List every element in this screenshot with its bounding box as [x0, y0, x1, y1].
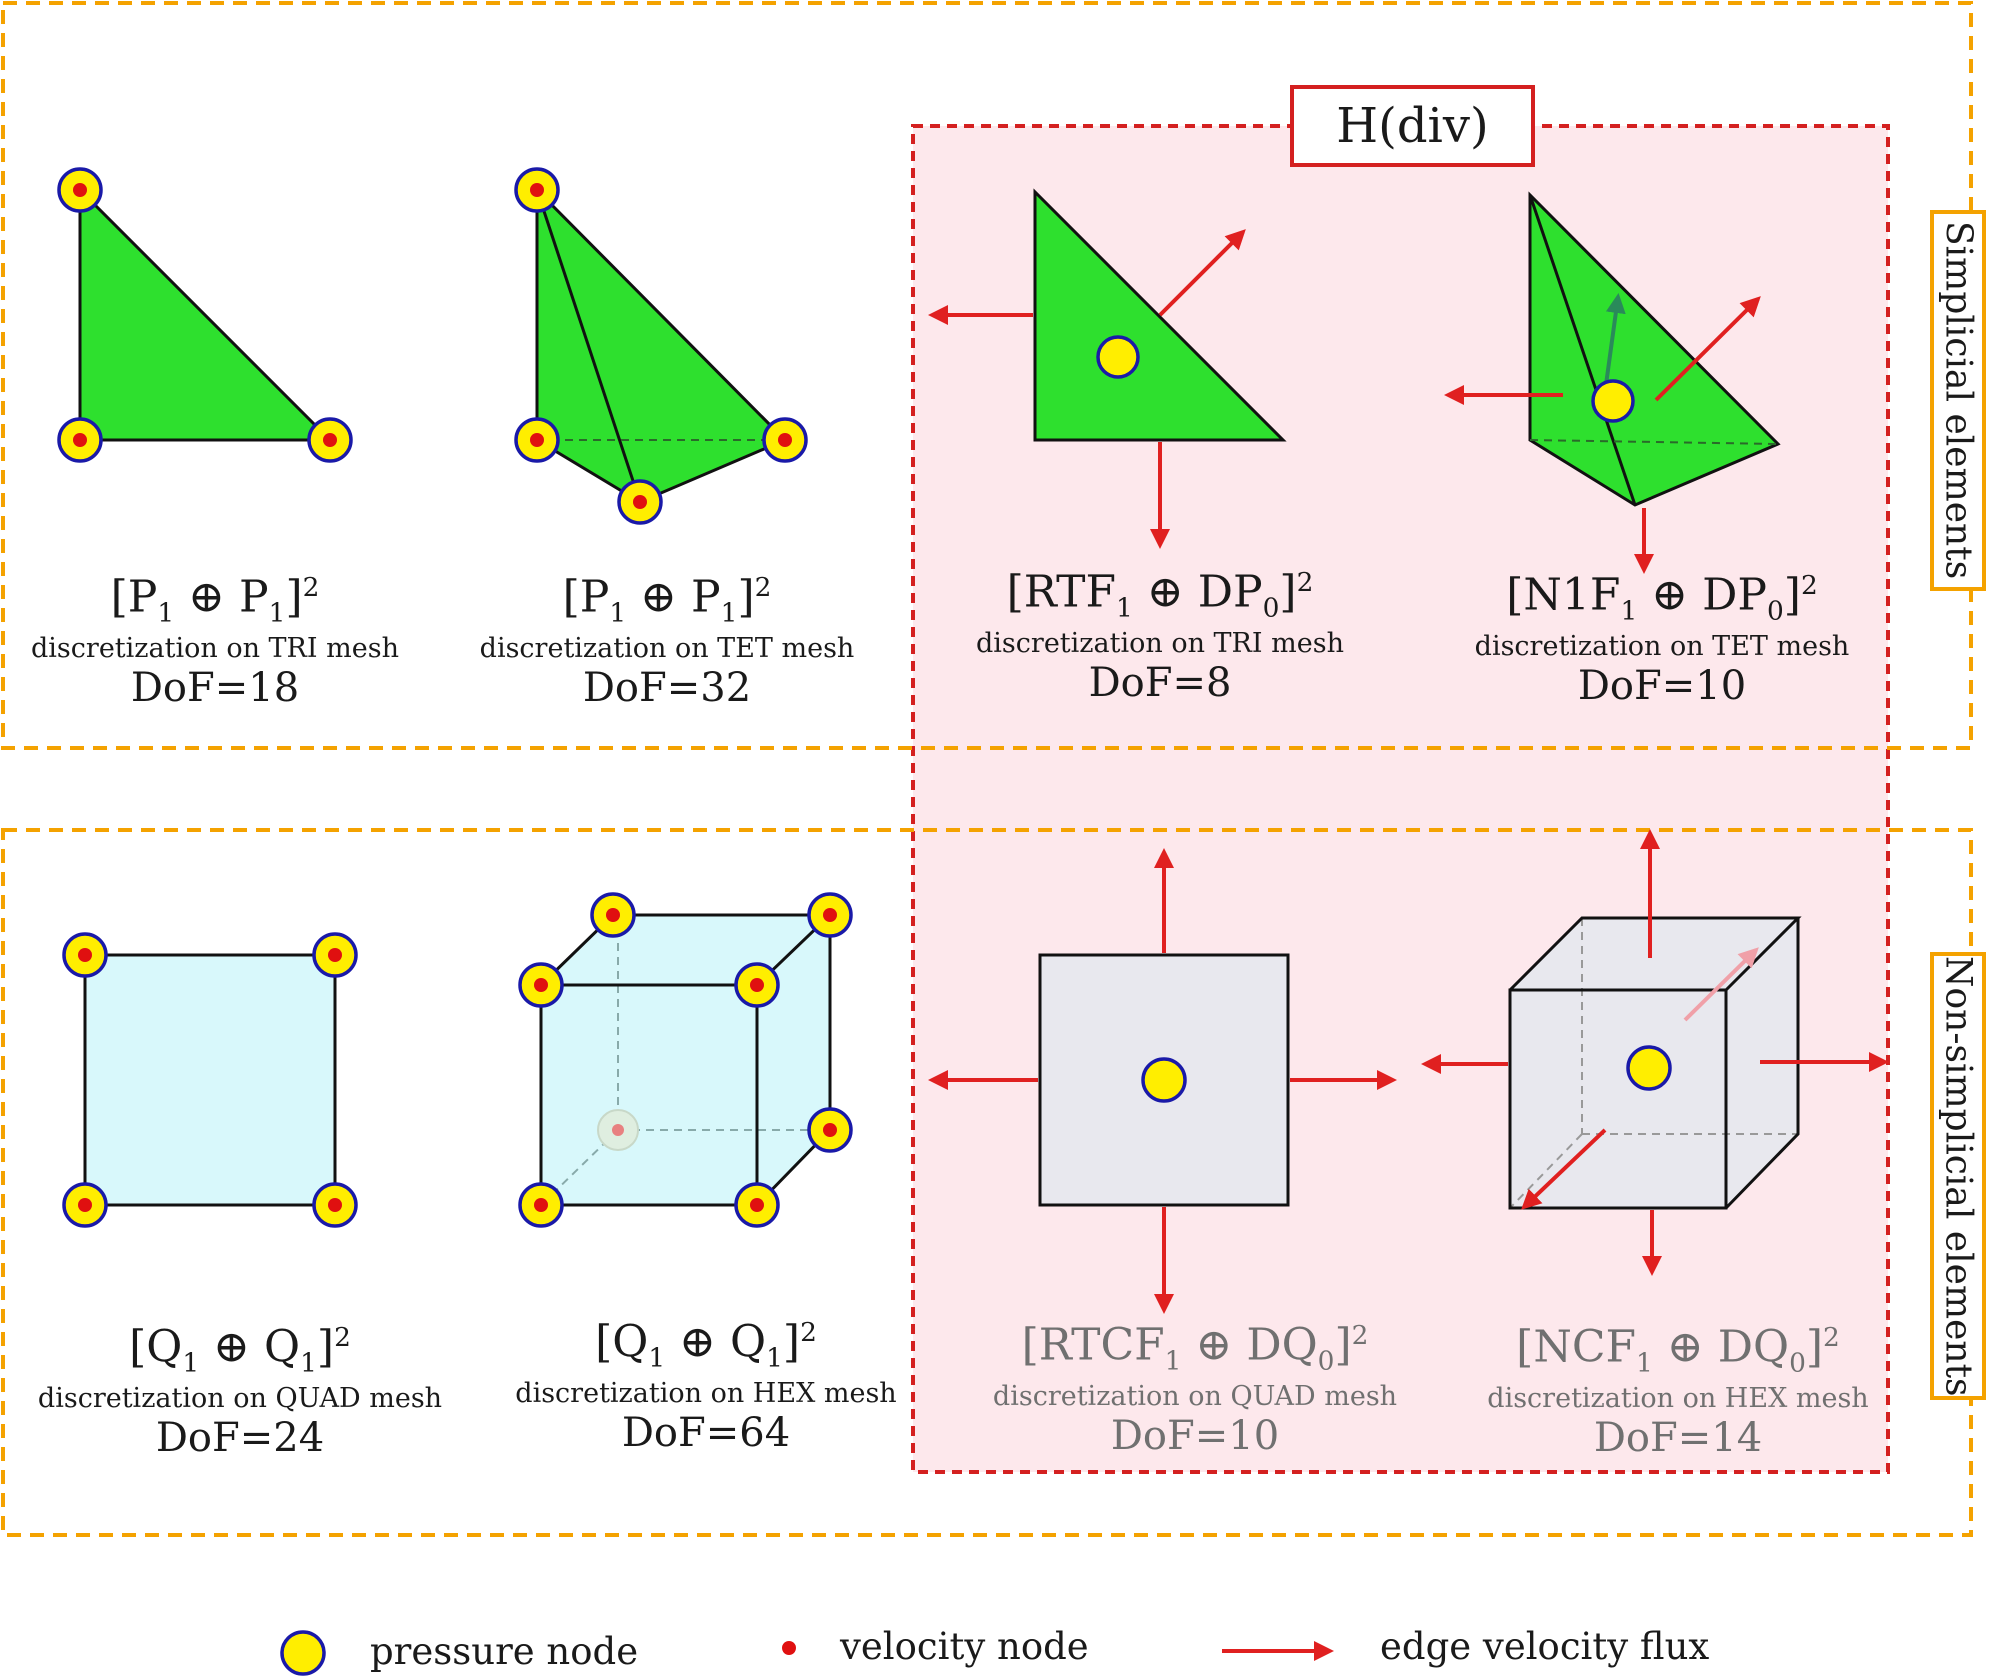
formula: [Q1 ⊕ Q1]2	[129, 1321, 351, 1379]
dof-count: DoF=18	[130, 664, 300, 711]
formula: [N1F1 ⊕ DP0]2	[1506, 569, 1818, 627]
legend-velocity-node-icon	[782, 1641, 796, 1655]
formula: [P1 ⊕ P1]2	[562, 571, 772, 629]
simplicial-elements-text: Simplicial elements	[1937, 221, 1979, 580]
tri-p1-element	[57, 167, 353, 463]
hex-q1-element	[518, 892, 853, 1228]
caption-tri-rtf: [RTF1 ⊕ DP0]2 discretization on TRI mesh…	[950, 566, 1370, 706]
non-simplicial-group-border	[1, 828, 1973, 1537]
non-simplicial-elements-label: Non-simplicial elements	[1930, 952, 1986, 1400]
formula: [RTF1 ⊕ DP0]2	[1006, 566, 1314, 624]
dof-count: DoF=10	[1110, 1412, 1280, 1459]
dof-count: DoF=14	[1593, 1414, 1763, 1461]
caption-quad-q1: [Q1 ⊕ Q1]2 discretization on QUAD mesh D…	[30, 1321, 450, 1461]
tri-rtf-element	[928, 188, 1287, 549]
dof-count: DoF=24	[155, 1414, 325, 1461]
caption-hex-q1: [Q1 ⊕ Q1]2 discretization on HEX mesh Do…	[496, 1316, 916, 1456]
formula: [NCF1 ⊕ DQ0]2	[1516, 1321, 1840, 1379]
legend-pressure-node-icon	[280, 1630, 326, 1676]
formula: [RTCF1 ⊕ DQ0]2	[1021, 1319, 1369, 1377]
hdiv-label: H(div)	[1290, 85, 1535, 167]
mesh-description: discretization on TRI mesh	[976, 627, 1344, 659]
dof-count: DoF=10	[1577, 662, 1747, 709]
mesh-description: discretization on TET mesh	[1474, 630, 1850, 662]
legend-flux-label: edge velocity flux	[1380, 1625, 1710, 1668]
mesh-description: discretization on HEX mesh	[1487, 1382, 1869, 1414]
legend-velocity-label: velocity node	[840, 1625, 1089, 1668]
caption-tet-n1f: [N1F1 ⊕ DP0]2 discretization on TET mesh…	[1452, 569, 1872, 709]
dof-count: DoF=32	[582, 664, 752, 711]
mesh-description: discretization on HEX mesh	[515, 1377, 897, 1409]
mesh-description: discretization on QUAD mesh	[992, 1380, 1398, 1412]
dof-count: DoF=64	[621, 1409, 791, 1456]
formula: [Q1 ⊕ Q1]2	[595, 1316, 817, 1374]
legend-pressure-label: pressure node	[370, 1630, 639, 1673]
dof-count: DoF=8	[1088, 659, 1232, 706]
hex-ncf-element	[1421, 829, 1889, 1276]
quad-rtcf-element	[928, 848, 1397, 1314]
mesh-description: discretization on QUAD mesh	[37, 1382, 443, 1414]
quad-q1-element	[62, 932, 358, 1228]
mesh-description: discretization on TET mesh	[479, 632, 855, 664]
tet-n1f-element	[1444, 191, 1781, 574]
caption-tet-p1: [P1 ⊕ P1]2 discretization on TET mesh Do…	[457, 571, 877, 711]
tet-p1-element	[514, 167, 808, 525]
non-simplicial-elements-text: Non-simplicial elements	[1937, 955, 1979, 1397]
formula: [P1 ⊕ P1]2	[110, 571, 320, 629]
caption-hex-ncf: [NCF1 ⊕ DQ0]2 discretization on HEX mesh…	[1468, 1321, 1888, 1461]
mesh-description: discretization on TRI mesh	[31, 632, 399, 664]
simplicial-elements-label: Simplicial elements	[1930, 210, 1986, 591]
caption-tri-p1: [P1 ⊕ P1]2 discretization on TRI mesh Do…	[5, 571, 425, 711]
caption-quad-rtcf: [RTCF1 ⊕ DQ0]2 discretization on QUAD me…	[985, 1319, 1405, 1459]
